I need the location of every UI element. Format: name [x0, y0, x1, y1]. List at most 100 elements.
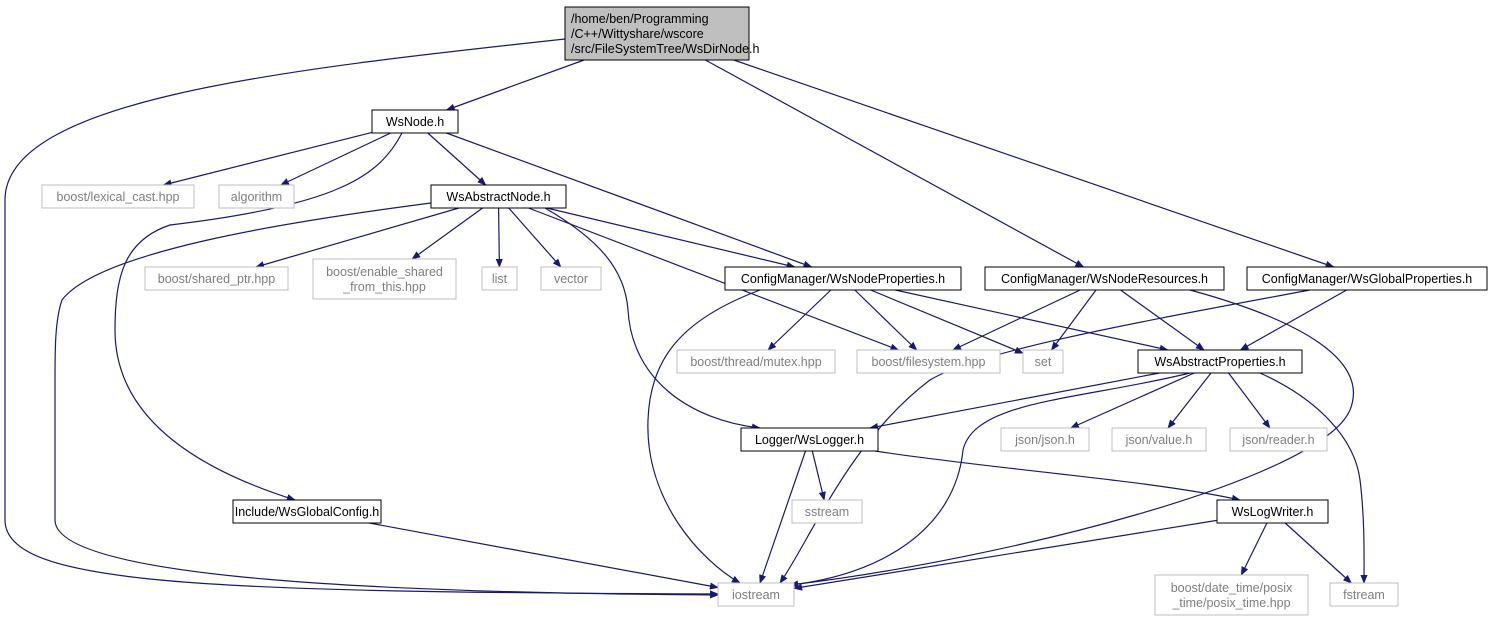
edge-line: [369, 522, 719, 590]
node-label: Include/WsGlobalConfig.h: [235, 505, 380, 519]
node-box: [481, 266, 518, 291]
edge-globalconfig-to-iostream: [369, 522, 719, 590]
node-lexcast: boost/lexical_cast.hpp: [41, 184, 195, 209]
edge-line: [445, 59, 585, 111]
node-box: [218, 184, 295, 209]
node-label: json/reader.h: [1241, 433, 1314, 447]
edge-logger-to-iostream: [759, 450, 807, 584]
edge-line: [759, 450, 807, 584]
edge-line: [1240, 522, 1268, 576]
node-jsonjson: json/json.h: [1000, 427, 1090, 452]
node-root[interactable]: /home/ben/Programming/C++/Wittyshare/wsc…: [564, 6, 760, 61]
edge-line: [874, 450, 1241, 502]
edge-line: [508, 207, 562, 268]
node-box: [1137, 349, 1303, 374]
node-label: /home/ben/Programming: [571, 12, 709, 26]
edge-line: [869, 372, 1160, 431]
edge-wsnode-to-lexcast: [162, 131, 373, 187]
node-label: ConfigManager/WsNodeResources.h: [1001, 272, 1208, 286]
edge-line: [1050, 289, 1097, 351]
node-box: [740, 427, 879, 452]
node-jsonvalue: json/value.h: [1111, 427, 1207, 452]
node-mutex: boost/thread/mutex.hpp: [676, 349, 836, 374]
node-label: boost/enable_shared: [326, 265, 443, 279]
edge-nodeprops-to-mutex: [767, 289, 832, 351]
node-set: set: [1022, 349, 1064, 374]
edge-noderes-to-set: [1050, 289, 1097, 351]
node-box: [564, 6, 750, 61]
node-label: /src/FileSystemTree/WsDirNode.h: [571, 42, 760, 56]
node-vector: vector: [540, 266, 602, 291]
node-jsonreader: json/reader.h: [1229, 427, 1328, 452]
edge-line: [1259, 372, 1368, 584]
node-absprops[interactable]: WsAbstractProperties.h: [1137, 349, 1303, 374]
node-box: [371, 109, 459, 134]
node-box: [144, 266, 289, 291]
node-noderes[interactable]: ConfigManager/WsNodeResources.h: [984, 266, 1225, 291]
node-globalconfig[interactable]: Include/WsGlobalConfig.h: [232, 499, 382, 524]
edge-line: [528, 207, 900, 351]
edge-noderes-to-filesystem: [952, 289, 1081, 351]
node-enableshared: boost/enable_shared_from_this.hpp: [312, 258, 457, 300]
node-algorithm: algorithm: [218, 184, 295, 209]
node-label: WsNode.h: [386, 115, 444, 129]
node-label: iostream: [732, 588, 780, 602]
node-label: boost/thread/mutex.hpp: [690, 355, 821, 369]
node-label: boost/filesystem.hpp: [872, 355, 986, 369]
node-label: boost/lexical_cast.hpp: [57, 190, 180, 204]
edge-absnode-to-iostream: [54, 202, 719, 599]
node-box: [430, 184, 567, 209]
edge-wsnode-to-nodeprops: [446, 132, 813, 268]
edge-line: [544, 207, 761, 431]
node-globalprops[interactable]: ConfigManager/WsGlobalProperties.h: [1246, 266, 1488, 291]
edge-nodeprops-to-filesystem: [854, 289, 918, 351]
edge-line: [1284, 522, 1352, 584]
node-iostream: iostream: [717, 582, 795, 607]
node-nodeprops[interactable]: ConfigManager/WsNodeProperties.h: [724, 266, 962, 291]
edge-absnode-to-filesystem: [528, 207, 900, 351]
node-box: [1111, 427, 1207, 452]
node-sstream: sstream: [791, 499, 863, 524]
edge-line: [162, 131, 373, 187]
node-label: json/value.h: [1125, 433, 1193, 447]
node-box: [232, 499, 382, 524]
edge-line: [854, 289, 918, 351]
node-wsnode[interactable]: WsNode.h: [371, 109, 459, 134]
node-label: list: [492, 272, 508, 286]
node-box: [1229, 427, 1328, 452]
node-logger[interactable]: Logger/WsLogger.h: [740, 427, 879, 452]
edge-line: [895, 289, 1169, 352]
node-list: list: [481, 266, 518, 291]
edge-nodeprops-to-set: [870, 289, 1024, 354]
edge-line: [1228, 372, 1271, 429]
node-label: WsAbstractNode.h: [446, 190, 550, 204]
edge-globalprops-to-absprops: [1239, 289, 1347, 351]
node-label: ConfigManager/WsNodeProperties.h: [741, 272, 945, 286]
edge-line: [870, 289, 1024, 354]
node-box: [676, 349, 836, 374]
edge-line: [411, 207, 483, 260]
node-label: ConfigManager/WsGlobalProperties.h: [1262, 272, 1473, 286]
edge-absprops-to-logger: [869, 372, 1160, 431]
node-box: [1216, 499, 1329, 524]
edge-line: [811, 450, 826, 501]
node-box: [1022, 349, 1064, 374]
edge-line: [446, 132, 813, 268]
node-posixtime: boost/date_time/posix_time/posix_time.hp…: [1154, 574, 1309, 616]
node-label: WsAbstractProperties.h: [1154, 355, 1285, 369]
node-absnode[interactable]: WsAbstractNode.h: [430, 184, 567, 209]
edge-line: [279, 132, 391, 186]
node-label: fstream: [1343, 588, 1385, 602]
edge-line: [546, 207, 796, 269]
node-box: [724, 266, 962, 291]
node-sharedptr: boost/shared_ptr.hpp: [144, 266, 289, 291]
edge-logwriter-to-iostream: [793, 519, 1218, 591]
edge-line: [952, 289, 1081, 351]
edge-noderes-to-absprops: [1120, 289, 1205, 351]
node-label: /C++/Wittyshare/wscore: [571, 27, 704, 41]
edge-layer: [4, 38, 1368, 599]
node-logwriter[interactable]: WsLogWriter.h: [1216, 499, 1329, 524]
edge-wsnode-to-absnode: [427, 132, 487, 186]
edge-line: [427, 132, 487, 186]
node-box: [1000, 427, 1090, 452]
